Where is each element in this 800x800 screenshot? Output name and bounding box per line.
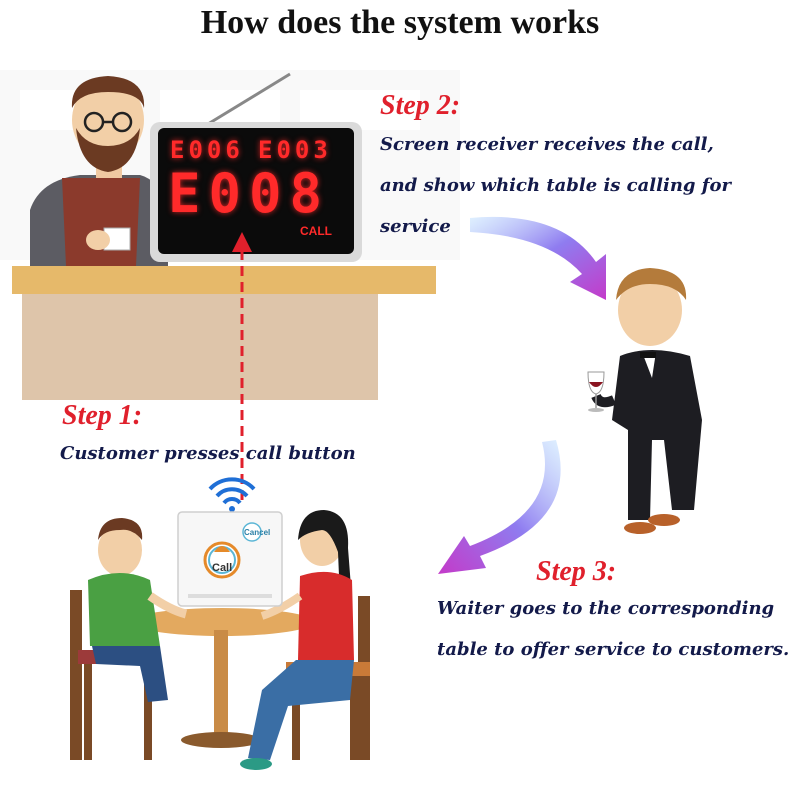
step1-description: Customer presses call button: [60, 443, 356, 464]
receiver-display: [150, 72, 362, 262]
step1-title: Step 1:: [62, 400, 143, 431]
step3-line-2: table to offer service to customers.: [437, 639, 790, 660]
step2-description: Screen receiver receives the call, and s…: [380, 124, 780, 247]
step3-title: Step 3:: [536, 556, 617, 587]
step2-title: Step 2:: [380, 90, 461, 121]
receiver-small-code-1: E006: [170, 136, 244, 164]
bartender-figure: [30, 76, 168, 266]
wifi-icon: [208, 477, 256, 512]
arrow-step3-icon: [438, 440, 561, 574]
arrow-step2-icon: [470, 216, 606, 300]
call-button-device: [177, 511, 283, 607]
step2-line-1: Screen receiver receives the call,: [380, 134, 714, 155]
table-scene: [70, 510, 370, 770]
step3-line-1: Waiter goes to the corresponding: [437, 598, 775, 619]
counter: [12, 266, 436, 400]
receiver-main-code: E008: [168, 162, 331, 225]
step3-description: Waiter goes to the corresponding table t…: [437, 588, 797, 670]
call-button-label: Call: [212, 562, 233, 574]
receiver-call-label: CALL: [300, 224, 332, 238]
page-title: How does the system works: [200, 4, 600, 41]
signal-line: [232, 232, 252, 500]
waiter-figure: [587, 268, 702, 534]
cancel-button-label: Cancel: [244, 528, 271, 537]
step2-line-2: and show which table is calling for: [380, 175, 731, 196]
step2-line-3: service: [380, 216, 451, 237]
receiver-small-code-2: E003: [258, 136, 332, 164]
